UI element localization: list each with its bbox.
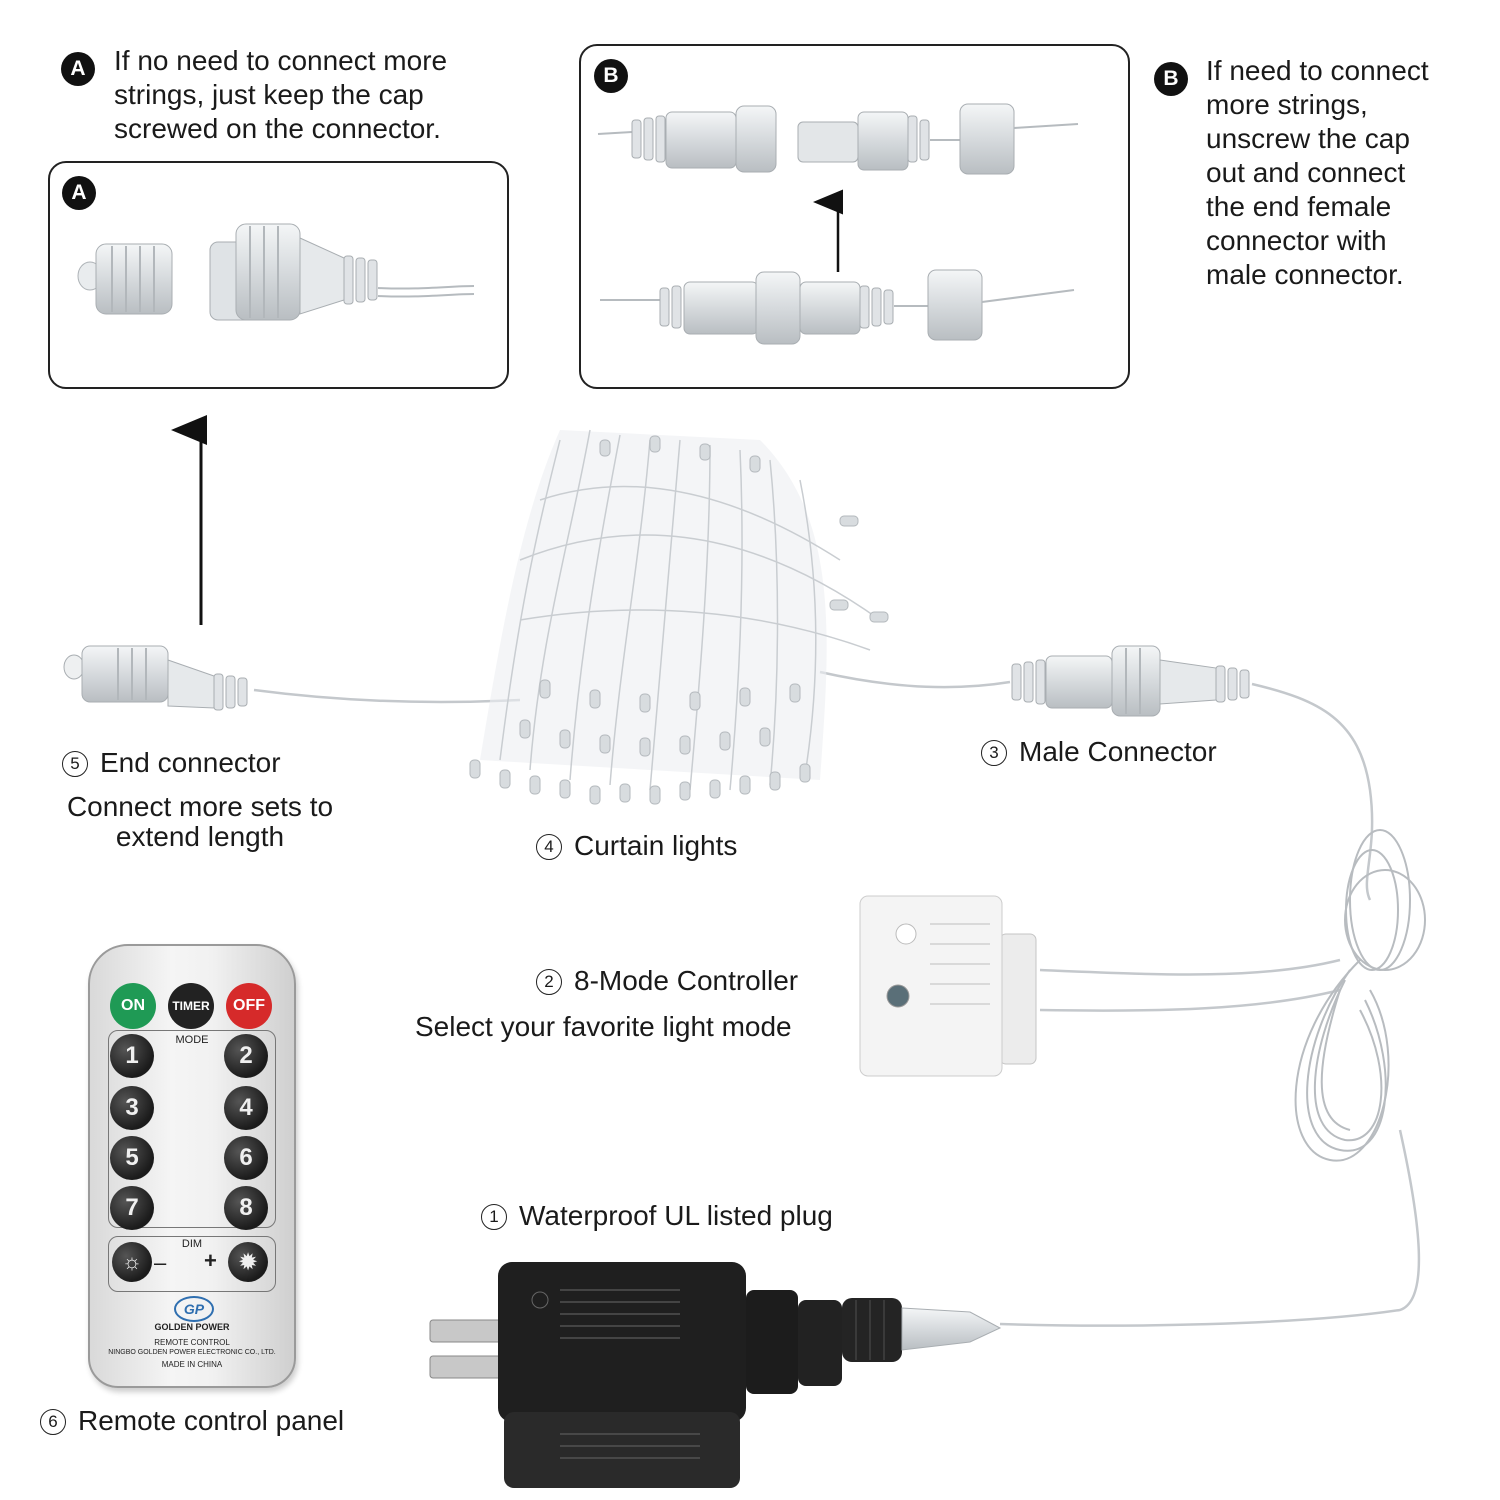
remote-key-3[interactable]: 3 [110, 1086, 154, 1130]
note-b-line: more strings, [1206, 89, 1368, 120]
badge-a: A [61, 52, 95, 86]
plug-text: Waterproof UL listed plug [519, 1200, 833, 1231]
end-sub-line: Connect more sets to [66, 791, 334, 822]
remote-mode-label: MODE [175, 1034, 209, 1046]
remote-dim-label: DIM [181, 1238, 203, 1250]
badge-b: B [1154, 62, 1188, 96]
remote-key-1[interactable]: 1 [110, 1034, 154, 1078]
note-a: If no need to connect more strings, just… [114, 44, 447, 146]
remote-dim-frame [108, 1236, 276, 1292]
note-a-line: strings, just keep the cap [114, 79, 424, 110]
remote-key-5[interactable]: 5 [110, 1136, 154, 1180]
remote-text: Remote control panel [78, 1405, 345, 1436]
male-connector-label: 3 Male Connector [981, 735, 1217, 769]
remote-key-7[interactable]: 7 [110, 1186, 154, 1230]
main-wire [253, 670, 1421, 1327]
remote-line2: NINGBO GOLDEN POWER ELECTRONIC CO., LTD. [108, 1349, 276, 1356]
remote-timer-button[interactable]: TIMER [168, 983, 214, 1029]
plug-label: 1 Waterproof UL listed plug [481, 1199, 833, 1233]
curtain-lights-text: Curtain lights [574, 830, 738, 861]
note-b-line: If need to connect [1206, 55, 1429, 86]
note-b: If need to connect more strings, unscrew… [1206, 54, 1429, 292]
end-connector-text: End connector [100, 747, 281, 778]
remote-number: 6 [40, 1409, 66, 1435]
remote-logo: GP [174, 1296, 214, 1322]
male-connector-number: 3 [981, 740, 1007, 766]
remote-key-2[interactable]: 2 [224, 1034, 268, 1078]
remote-line1: REMOTE CONTROL [154, 1338, 230, 1347]
remote-key-6[interactable]: 6 [224, 1136, 268, 1180]
panel-b-badge: B [594, 59, 628, 93]
note-b-line: unscrew the cap [1206, 123, 1410, 154]
plug-adapter-icon [429, 1262, 1002, 1488]
note-b-line: the end female [1206, 191, 1392, 222]
end-sub-line: extend length [115, 821, 285, 852]
note-b-line: connector with [1206, 225, 1387, 256]
controller-label: 2 8-Mode Controller [536, 964, 798, 998]
end-connector-icon [63, 645, 248, 711]
end-connector-sub: Connect more sets to extend length [52, 792, 348, 852]
note-b-line: male connector. [1206, 259, 1404, 290]
remote-on-button[interactable]: ON [110, 983, 156, 1029]
controller-text: 8-Mode Controller [574, 965, 799, 996]
end-connector-number: 5 [62, 751, 88, 777]
remote-label: 6 Remote control panel [40, 1404, 344, 1438]
end-connector-label: 5 End connector [62, 746, 281, 780]
note-a-line: screwed on the connector. [114, 113, 441, 144]
coiled-wire [1294, 829, 1426, 1162]
controller-icon [859, 895, 1037, 1077]
remote-dim-up-button[interactable]: ✹ [228, 1242, 268, 1282]
panel-a-badge: A [62, 176, 96, 210]
male-connector-icon [1011, 645, 1250, 717]
remote-dim-down-button[interactable]: ☼ [112, 1242, 152, 1282]
remote-key-8[interactable]: 8 [224, 1186, 268, 1230]
curtain-lights-label: 4 Curtain lights [536, 829, 737, 863]
controller-sub: Select your favorite light mode [415, 1011, 792, 1042]
male-connector-text: Male Connector [1019, 736, 1217, 767]
curtain-lights-icon [469, 429, 889, 805]
remote-control: ON TIMER OFF MODE 1 2 3 4 5 6 7 8 DIM ☼ … [88, 944, 296, 1388]
remote-mode-frame [108, 1030, 276, 1228]
remote-off-button[interactable]: OFF [226, 983, 272, 1029]
remote-minus-label: – [154, 1250, 167, 1275]
remote-line3: MADE IN CHINA [161, 1360, 223, 1369]
note-b-line: out and connect [1206, 157, 1406, 188]
controller-number: 2 [536, 969, 562, 995]
panel-b-connector-icon [597, 103, 1079, 345]
panel-a-connector-icon [77, 223, 475, 321]
remote-plus-label: + [204, 1248, 217, 1273]
remote-key-4[interactable]: 4 [224, 1086, 268, 1130]
note-a-line: If no need to connect more [114, 45, 448, 76]
plug-number: 1 [481, 1204, 507, 1230]
remote-brand: GOLDEN POWER [154, 1322, 230, 1332]
curtain-lights-number: 4 [536, 834, 562, 860]
